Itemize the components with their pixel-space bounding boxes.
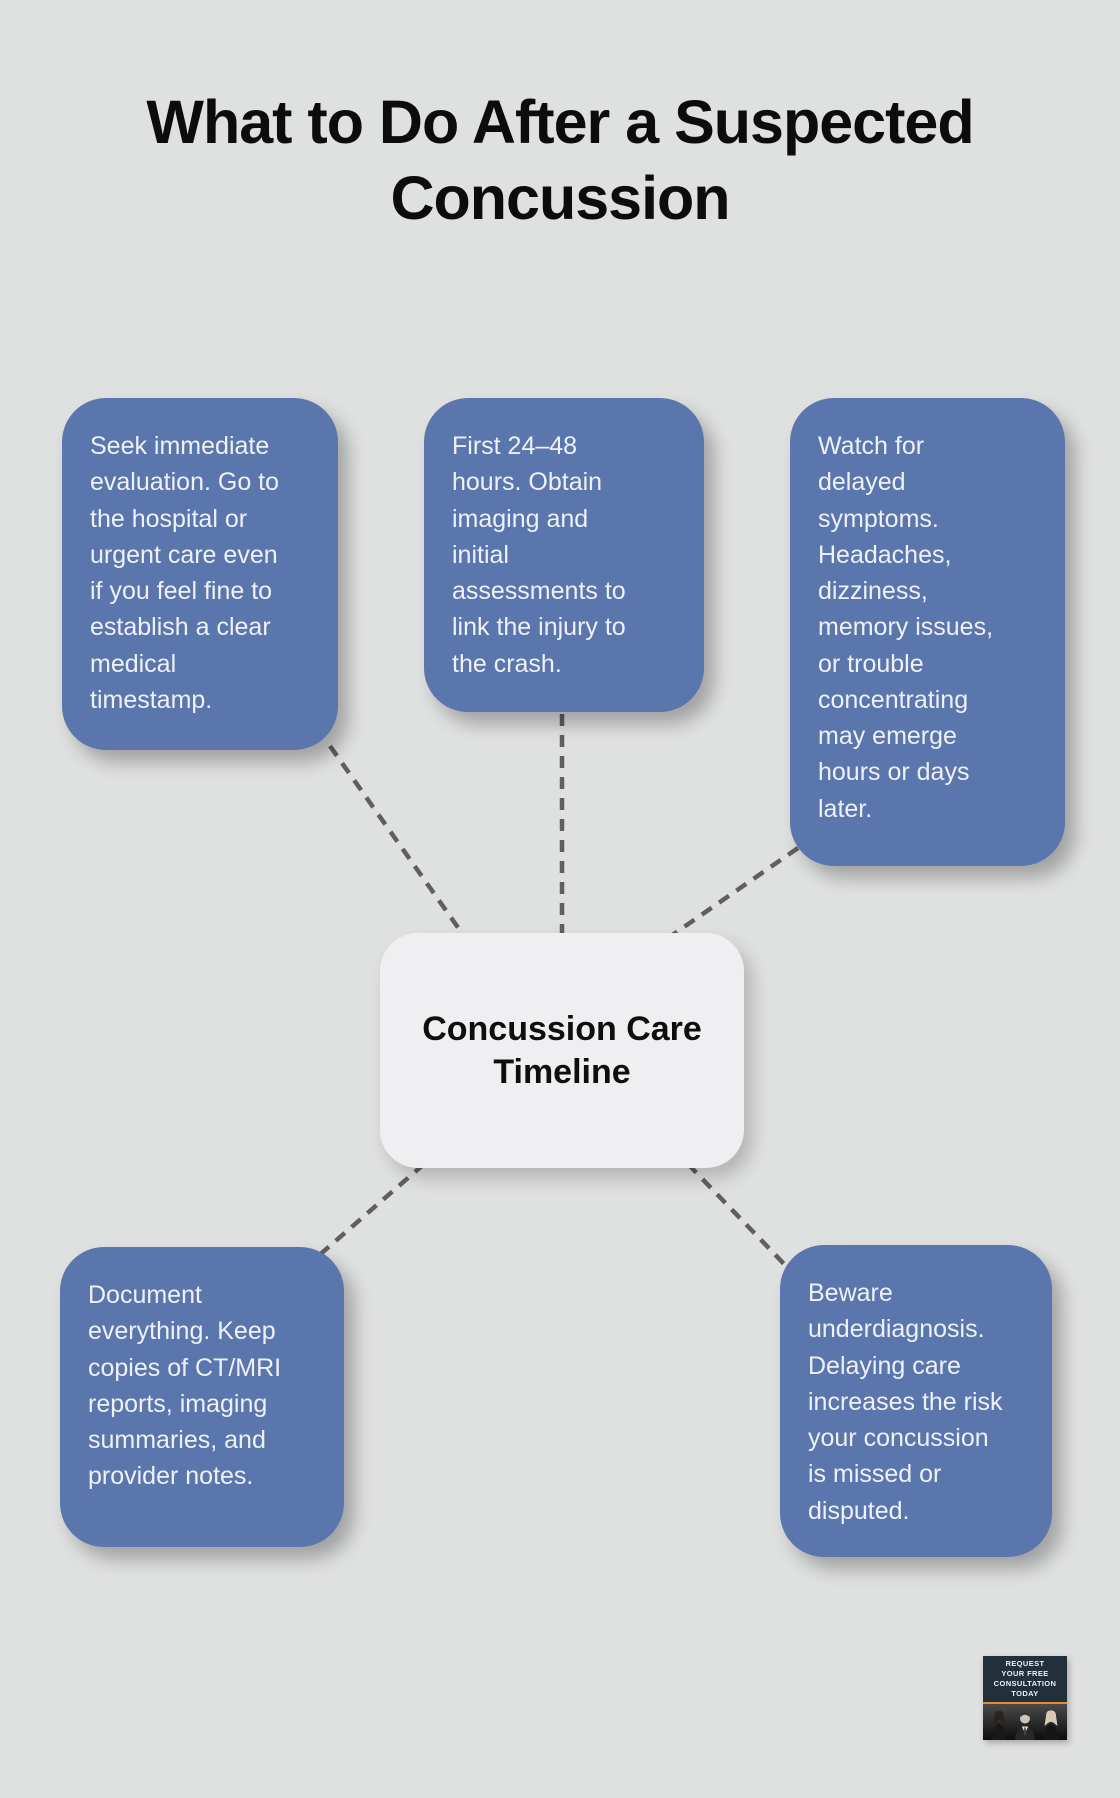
node-document-everything: Document everything. Keep copies of CT/M…: [60, 1247, 344, 1547]
consultation-cta-badge[interactable]: REQUEST YOUR FREE CONSULTATION TODAY: [983, 1656, 1067, 1740]
connector-line: [666, 846, 800, 940]
connector-line: [686, 1162, 788, 1268]
center-node-concussion-care-timeline: Concussion Care Timeline: [380, 933, 744, 1168]
node-delayed-symptoms: Watch for delayed symptoms. Headaches, d…: [790, 398, 1065, 866]
badge-accent-divider: [983, 1702, 1067, 1704]
connector-line: [314, 1162, 426, 1260]
page-title: What to Do After a Suspected Concussion: [146, 88, 974, 233]
consultation-team-photo-icon: [983, 1704, 1067, 1740]
connector-line: [328, 744, 466, 938]
node-immediate-evaluation: Seek immediate evaluation. Go to the hos…: [62, 398, 338, 750]
node-beware-underdiagnosis: Beware underdiagnosis. Delaying care inc…: [780, 1245, 1052, 1557]
consultation-cta-label: REQUEST YOUR FREE CONSULTATION TODAY: [983, 1656, 1067, 1702]
node-first-24-48-hours: First 24–48 hours. Obtain imaging and in…: [424, 398, 704, 712]
